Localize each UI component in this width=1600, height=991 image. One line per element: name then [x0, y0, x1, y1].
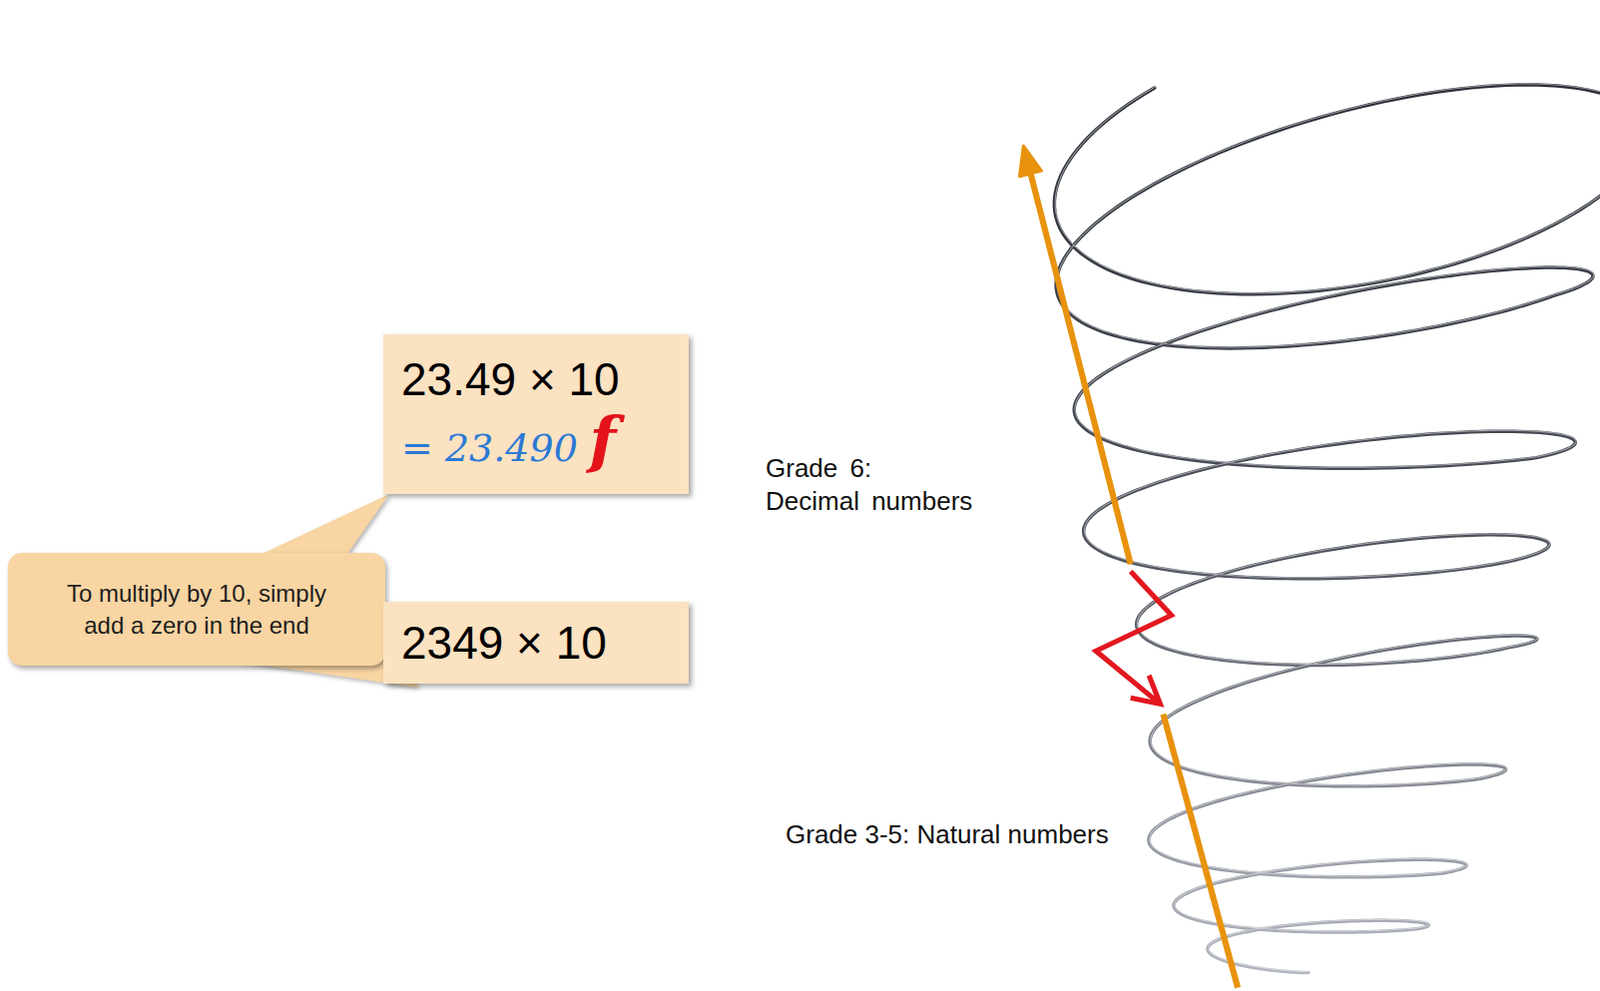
- spiral-group: [1019, 83, 1600, 989]
- zigzag-arrow-head: [1130, 675, 1161, 705]
- handwritten-answer: = 23.490: [401, 426, 581, 473]
- callout-note: To multiply by 10, simply add a zero in …: [51, 577, 342, 640]
- grade-label: Grade 6: Decimal numbers: [765, 452, 975, 518]
- progress-line: [1162, 714, 1238, 989]
- wrong-mark: f: [588, 406, 619, 475]
- callout-tail: [255, 494, 390, 557]
- speech-callout: To multiply by 10, simply add a zero in …: [7, 552, 386, 666]
- task-card: 23.49 × 10 = 23.490f: [383, 334, 689, 495]
- multiplication-task: 2349 × 10: [401, 616, 607, 670]
- multiplication-task: 23.49 × 10: [401, 353, 620, 407]
- break-zigzag: [1095, 570, 1172, 704]
- spiral-highlight: [1055, 83, 1600, 973]
- arrow-head: [1019, 145, 1042, 176]
- spiral-wire: [1054, 84, 1600, 974]
- progress-arrow: [1031, 173, 1131, 565]
- grade-label: Grade 3-5: Natural numbers: [785, 818, 1109, 852]
- task-card: 2349 × 10: [383, 601, 689, 684]
